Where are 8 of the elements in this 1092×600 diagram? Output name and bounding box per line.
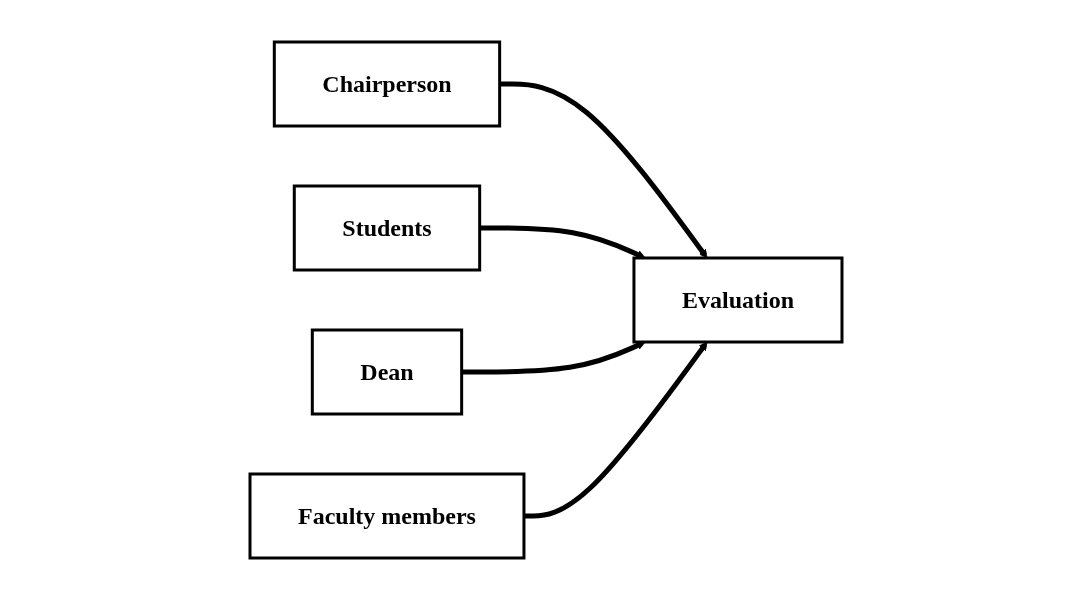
- node-box: Dean: [310, 328, 464, 416]
- node-box: Chairperson: [272, 40, 502, 128]
- node-box: Evaluation: [632, 256, 844, 344]
- arrow: [499, 81, 708, 259]
- arrow: [461, 341, 646, 375]
- node-box: Faculty members: [248, 472, 526, 560]
- node-box: Students: [292, 184, 482, 272]
- arrow: [479, 225, 646, 259]
